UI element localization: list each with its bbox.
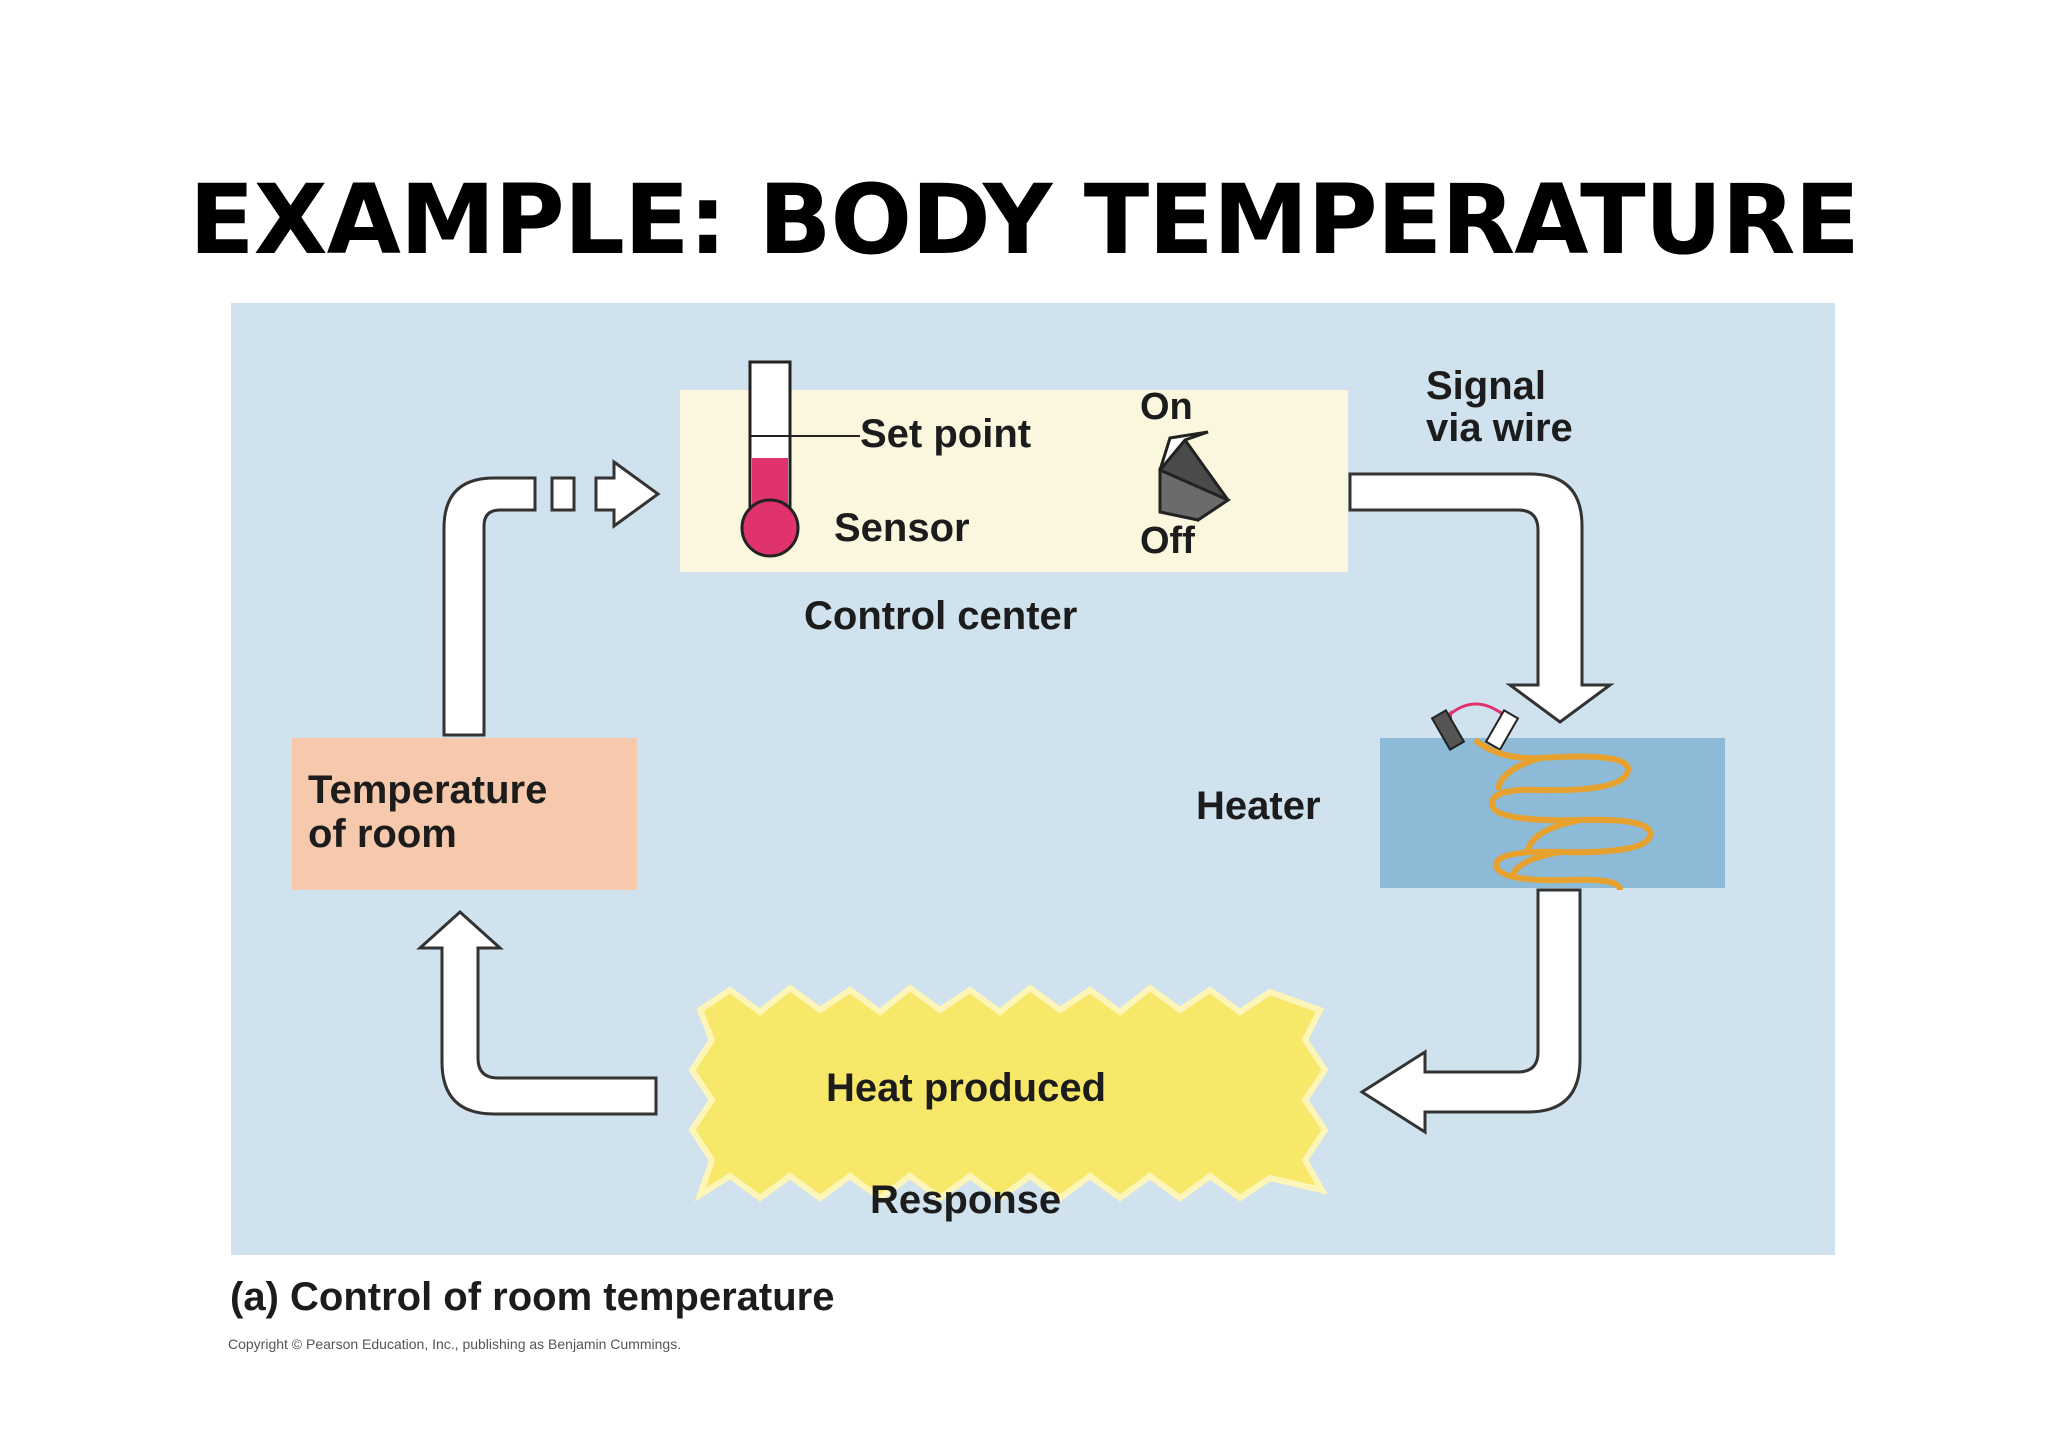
arrow-signal-to-heater — [1348, 472, 1615, 724]
page-title: EXAMPLE: BODY TEMPERATURE — [189, 164, 1860, 276]
temperature-label-line2: of room — [308, 812, 457, 856]
arrow-heat-to-temperature — [416, 909, 658, 1116]
arrow-heater-to-heat — [1359, 888, 1582, 1135]
heater-box — [1380, 738, 1725, 888]
heater-coil-icon — [1473, 737, 1654, 891]
figure-caption: (a) Control of room temperature — [230, 1275, 835, 1319]
heat-burst — [688, 984, 1329, 1203]
pivot-arrow-icon — [1430, 702, 1520, 751]
copyright-notice: Copyright © Pearson Education, Inc., pub… — [228, 1336, 682, 1352]
temperature-box — [292, 738, 637, 890]
signal-label-line2: via wire — [1426, 406, 1573, 450]
response-label: Response — [870, 1178, 1062, 1222]
temperature-label-line1: Temperature — [308, 768, 548, 812]
heater-label: Heater — [1196, 784, 1321, 828]
arrow-to-control-center — [442, 476, 537, 737]
arrow-head-to-control — [594, 459, 661, 529]
signal-label-line1: Signal — [1426, 364, 1547, 408]
thermometer-icon — [740, 360, 860, 558]
set-point-label: Set point — [860, 412, 1032, 456]
switch-on-label: On — [1140, 386, 1193, 428]
heat-produced-label: Heat produced — [826, 1066, 1107, 1110]
control-center-label: Control center — [804, 594, 1078, 638]
sensor-label: Sensor — [834, 506, 970, 550]
switch-icon — [1158, 430, 1232, 523]
arrow-dash-1 — [550, 476, 576, 512]
switch-off-label: Off — [1140, 520, 1195, 562]
